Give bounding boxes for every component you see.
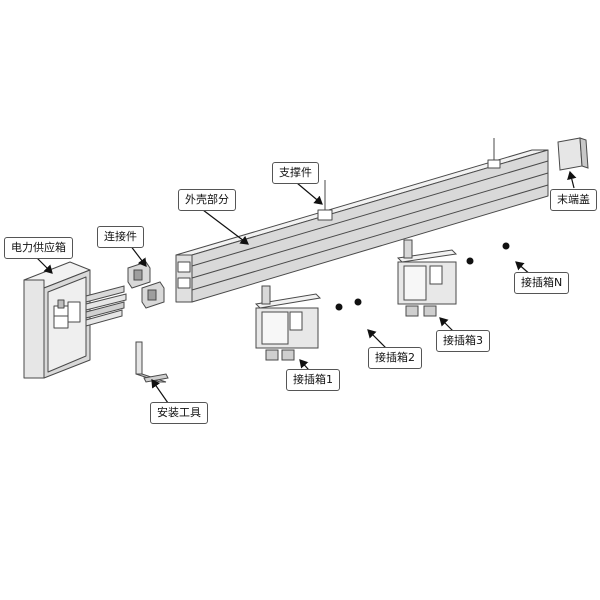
plug-box-1-drawing <box>254 285 322 361</box>
end-cap-drawing <box>557 137 589 171</box>
label-plug-box-1: 接插箱1 <box>286 369 340 391</box>
continuation-dots <box>335 242 510 311</box>
plug-box-3-drawing <box>396 239 458 317</box>
label-housing: 外壳部分 <box>178 189 236 211</box>
label-connector: 连接件 <box>97 226 144 248</box>
install-tool-drawing <box>135 341 169 383</box>
feeder-bars-drawing <box>85 285 127 327</box>
label-end-cap: 末端盖 <box>550 189 597 211</box>
label-plug-box-n: 接插箱N <box>514 272 570 294</box>
power-supply-box-drawing <box>23 261 91 379</box>
label-plug-box-2: 接插箱2 <box>368 347 422 369</box>
label-plug-box-3: 接插箱3 <box>436 330 490 352</box>
label-support: 支撑件 <box>272 162 319 184</box>
leader-arrows <box>35 170 577 404</box>
connector-drawing <box>127 261 165 309</box>
label-power-supply-box: 电力供应箱 <box>4 237 73 259</box>
label-install-tool: 安装工具 <box>150 402 208 424</box>
housing-rail-drawing <box>175 138 549 303</box>
